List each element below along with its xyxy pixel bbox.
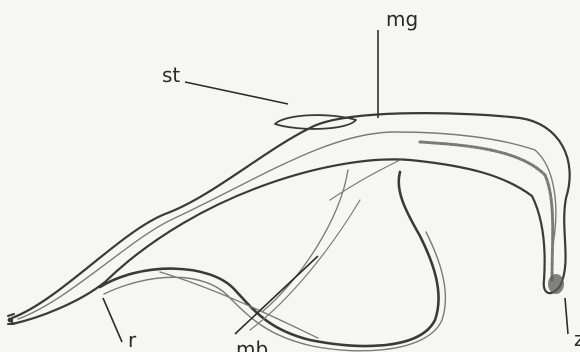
strand-1 <box>160 272 318 338</box>
inner-contour <box>18 132 556 319</box>
lower-loop-inner <box>104 232 445 351</box>
label-z: z <box>574 327 580 351</box>
label-st: st <box>162 63 180 87</box>
label-r: r <box>128 328 137 352</box>
st-swelling <box>275 115 356 129</box>
label-mb: mb <box>236 337 268 352</box>
z-leader <box>565 298 568 334</box>
lower-loop <box>100 172 439 346</box>
tip-dot <box>8 318 13 323</box>
st-leader <box>185 82 288 104</box>
posterior-end <box>548 274 564 294</box>
strand-4 <box>330 160 400 200</box>
r-leader <box>103 298 122 342</box>
mb-leader <box>235 256 318 334</box>
strand-2 <box>262 170 348 312</box>
label-mg: mg <box>386 7 418 31</box>
